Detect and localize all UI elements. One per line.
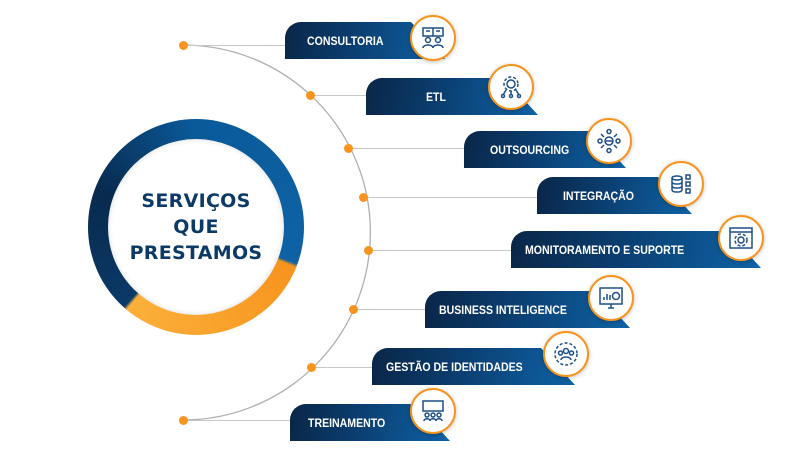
identity-group-gear-icon xyxy=(543,331,589,377)
connector-dot xyxy=(348,304,358,314)
connector-dot xyxy=(358,192,368,202)
service-gestao-identidades[interactable]: GESTÃO DE IDENTIDADES xyxy=(372,348,575,385)
connector-line xyxy=(310,95,370,96)
connector-line xyxy=(183,420,293,421)
connector-line xyxy=(363,197,541,198)
connector-dot xyxy=(305,90,315,100)
dashboard-chart-icon xyxy=(588,275,634,321)
service-label: CONSULTORIA xyxy=(307,33,384,48)
title-line-3: PRESTAMOS xyxy=(129,242,263,264)
services-ring: SERVIÇOS QUE PRESTAMOS xyxy=(88,119,304,335)
service-label: GESTÃO DE IDENTIDADES xyxy=(386,359,523,374)
connector-line xyxy=(353,309,428,310)
connector-dot xyxy=(343,143,353,153)
connector-line xyxy=(348,148,468,149)
connector-dot xyxy=(363,245,373,255)
connector-line xyxy=(183,45,293,46)
title-line-1: SERVIÇOS xyxy=(141,190,251,212)
service-label: TREINAMENTO xyxy=(308,415,386,430)
service-label: INTEGRAÇÃO xyxy=(563,188,634,203)
title-line-2: QUE xyxy=(173,216,219,238)
consulting-icon xyxy=(410,15,456,61)
service-label: MONITORAMENTO E SUPORTE xyxy=(525,242,685,257)
connector-dot xyxy=(178,40,188,50)
database-integration-icon xyxy=(658,161,704,207)
connector-line xyxy=(368,250,514,251)
connector-dot xyxy=(306,362,316,372)
service-label: ETL xyxy=(426,89,446,104)
connector-dot xyxy=(178,415,188,425)
service-label: BUSINESS INTELIGENCE xyxy=(439,302,567,317)
gear-network-icon xyxy=(488,64,534,110)
training-board-icon xyxy=(410,388,456,434)
connector-line xyxy=(311,367,375,368)
monitor-gear-icon xyxy=(718,215,764,261)
people-network-icon xyxy=(586,118,632,164)
service-label: OUTSOURCING xyxy=(490,142,570,157)
